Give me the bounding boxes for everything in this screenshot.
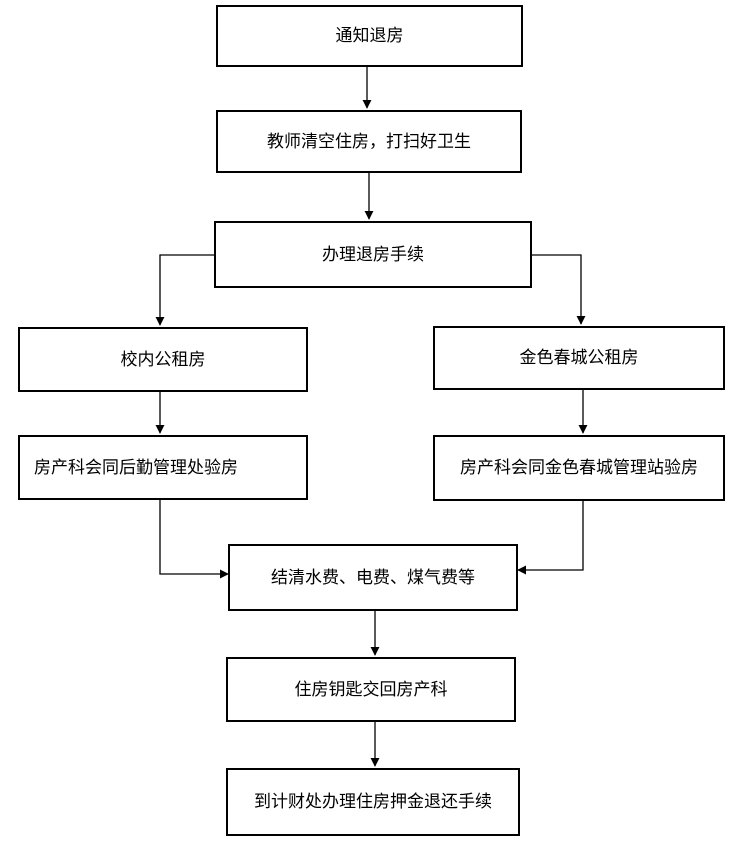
step-notify-checkout-label: 通知退房 bbox=[335, 26, 404, 46]
arrow-campus-inspect-to-settle bbox=[159, 500, 229, 579]
step-jinse-chuncheng-housing-label: 金色春城公租房 bbox=[519, 348, 639, 368]
step-deposit-refund: 到计财处办理住房押金退还手续 bbox=[226, 768, 520, 836]
step-campus-housing-label: 校内公租房 bbox=[120, 349, 206, 370]
step-jinse-inspection-label: 房产科会同金色春城管理站验房 bbox=[460, 458, 698, 478]
step-deposit-refund-label: 到计财处办理住房押金退还手续 bbox=[254, 792, 492, 812]
step-checkout-procedure-label: 办理退房手续 bbox=[322, 244, 424, 265]
step-teacher-clear-room: 教师清空住房，打扫好卫生 bbox=[216, 110, 522, 173]
step-return-keys-label: 住房钥匙交回房产科 bbox=[294, 679, 448, 700]
step-jinse-inspection: 房产科会同金色春城管理站验房 bbox=[433, 435, 725, 501]
step-teacher-clear-room-label: 教师清空住房，打扫好卫生 bbox=[267, 131, 471, 152]
arrow-procedure-to-jinse bbox=[530, 254, 586, 325]
step-checkout-procedure: 办理退房手续 bbox=[214, 221, 532, 288]
step-notify-checkout: 通知退房 bbox=[216, 5, 523, 67]
step-campus-housing: 校内公租房 bbox=[18, 327, 308, 392]
step-campus-inspection-label: 房产科会同后勤管理处验房 bbox=[34, 457, 238, 478]
arrow-jinse-inspect-to-settle bbox=[517, 501, 584, 575]
step-return-keys: 住房钥匙交回房产科 bbox=[226, 657, 516, 722]
step-settle-utility-fees: 结清水费、电费、煤气费等 bbox=[228, 544, 518, 611]
arrow-procedure-to-campus bbox=[155, 254, 215, 326]
step-settle-utility-fees-label: 结清水费、电费、煤气费等 bbox=[271, 567, 475, 588]
step-campus-inspection: 房产科会同后勤管理处验房 bbox=[18, 435, 308, 500]
step-jinse-chuncheng-housing: 金色春城公租房 bbox=[433, 326, 725, 390]
